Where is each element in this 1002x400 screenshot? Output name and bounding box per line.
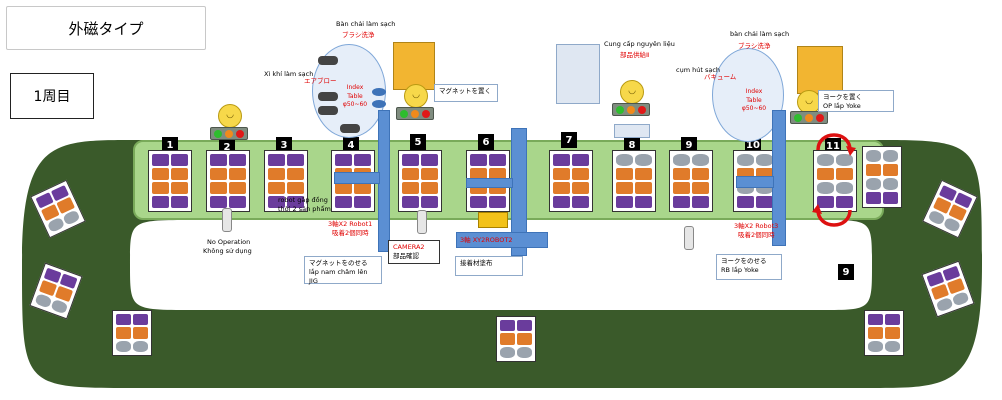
- round-label: 1周目: [10, 73, 94, 119]
- supply-jp: 部品供給Ⅱ: [620, 51, 650, 59]
- signal-light-icon: [790, 111, 828, 124]
- camera2-desc: 部品確認: [393, 252, 419, 260]
- jig-track-bottom-left: [112, 310, 152, 356]
- vacuum-jp: バキューム: [704, 73, 737, 81]
- rotation-arrow-icon: [812, 133, 856, 227]
- magnet-stack-icon: [318, 92, 338, 101]
- magnet-tray-icon: [393, 42, 435, 90]
- yoke-jig-vn: RB lắp Yoke: [721, 266, 759, 274]
- brush-right-jp: ブラシ洗浄: [738, 42, 771, 50]
- round-label-text: 1周目: [33, 89, 71, 105]
- jig-station-9: [669, 150, 713, 212]
- robot-arm-2-icon: [511, 128, 527, 256]
- camera2-title: CAMERA2: [393, 243, 425, 251]
- robot-arm-2-icon: [456, 232, 548, 248]
- jig-station-1: [148, 150, 192, 212]
- no-op-en: No Operation: [207, 238, 251, 246]
- adhesive-callout: 接着材塗布: [455, 256, 523, 276]
- yoke-tray-icon: [797, 46, 843, 94]
- station-number-3: 3: [276, 137, 292, 153]
- sensor-icon: [222, 208, 232, 232]
- station-number-return: 9: [838, 264, 854, 280]
- magnet-place-text: マグネットを置く: [439, 87, 491, 95]
- station-number-8: 8: [624, 137, 640, 153]
- supply-vn: Cung cấp nguyên liệu: [604, 40, 675, 48]
- jig-station-3: [264, 150, 308, 212]
- jig-belt-end: [862, 146, 902, 208]
- robot3-label-b: 吸着2個同時: [738, 231, 775, 239]
- robot2-label: 3軸 XY2ROBOT2: [460, 236, 513, 244]
- jig-station-5: [398, 150, 442, 212]
- yoke-place-jp: ヨークを置く: [823, 93, 862, 101]
- jig-station-11: [813, 150, 857, 212]
- adhesive-text: 接着材塗布: [460, 259, 493, 267]
- brush-right-vn: bàn chải làm sạch: [730, 30, 790, 38]
- magnet-jig-jp: マグネットをのせる: [309, 259, 368, 267]
- robot-pick-vn-2: thời 2 sản phẩm: [278, 205, 331, 213]
- robot1-label-a: 3軸X2 Robot1: [328, 220, 373, 228]
- camera-icon: [417, 210, 427, 234]
- signal-light-icon: [612, 103, 650, 116]
- page-title-text: 外磁タイプ: [68, 19, 144, 38]
- station-number-1: 1: [162, 137, 178, 153]
- robot3-label-a: 3軸X2 Robot3: [734, 222, 779, 230]
- no-op-vn: Không sử dụng: [203, 247, 252, 255]
- robot-arm-3-icon: [736, 176, 774, 188]
- station-number-4: 4: [343, 137, 359, 153]
- yoke-tray-icon: [614, 124, 650, 138]
- air-blow-vn: Xì khí làm sạch: [264, 70, 314, 78]
- jig-station-7: [549, 150, 593, 212]
- magnet-stack-icon: [318, 56, 338, 65]
- page-title: 外磁タイプ: [6, 6, 206, 50]
- signal-light-icon: [210, 127, 248, 140]
- smiley-face-icon: ◡: [218, 104, 242, 128]
- adhesive-dispenser-icon: [478, 212, 508, 228]
- station-number-9: 9: [681, 137, 697, 153]
- index-table-right-label: Index Table φ50~60: [741, 88, 767, 112]
- brush-left-jp: ブラシ洗浄: [342, 31, 375, 39]
- jig-track-bottom-right: [864, 310, 904, 356]
- yoke-jig-jp: ヨークをのせる: [721, 257, 767, 265]
- jig-station-8: [612, 150, 656, 212]
- robot-head-icon: [372, 88, 386, 96]
- magnet-jig-vn: lắp nam châm lên JIG: [309, 268, 368, 285]
- jig-track-bottom-mid: [496, 316, 536, 362]
- yoke-jig-callout: ヨークをのせる RB lắp Yoke: [716, 254, 782, 280]
- station-number-6: 6: [478, 134, 494, 150]
- parts-stack-icon: [556, 44, 600, 104]
- vacuum-vn: cụm hút sạch: [676, 66, 721, 74]
- jig-station-2: [206, 150, 250, 212]
- magnet-place-callout: マグネットを置く: [434, 84, 498, 102]
- signal-light-icon: [396, 107, 434, 120]
- sensor-icon: [684, 226, 694, 250]
- yoke-place-vn: OP lắp Yoke: [823, 102, 861, 110]
- magnet-stack-icon: [318, 106, 338, 115]
- station-number-5: 5: [410, 134, 426, 150]
- brush-left-vn: Bàn chải làm sạch: [336, 20, 396, 28]
- magnet-stack-icon: [340, 124, 360, 133]
- robot1-label-b: 吸着2個同時: [332, 229, 369, 237]
- magnet-jig-callout: マグネットをのせる lắp nam châm lên JIG: [304, 256, 382, 285]
- robot-pick-vn-1: robot gắp đồng: [278, 196, 328, 204]
- robot-arm-2-icon: [466, 178, 513, 188]
- robot-arm-1-icon: [334, 172, 380, 184]
- station-number-7: 7: [561, 132, 577, 148]
- index-table-left-label: Index Table φ50~60: [342, 84, 368, 108]
- smiley-face-icon: ◡: [620, 80, 644, 104]
- air-blow-jp: エアブロー: [304, 77, 337, 85]
- smiley-face-icon: ◡: [404, 84, 428, 108]
- yoke-place-callout: ヨークを置く OP lắp Yoke: [818, 90, 894, 112]
- camera2-callout: CAMERA2 部品確認: [388, 240, 440, 264]
- robot-head-icon: [372, 100, 386, 108]
